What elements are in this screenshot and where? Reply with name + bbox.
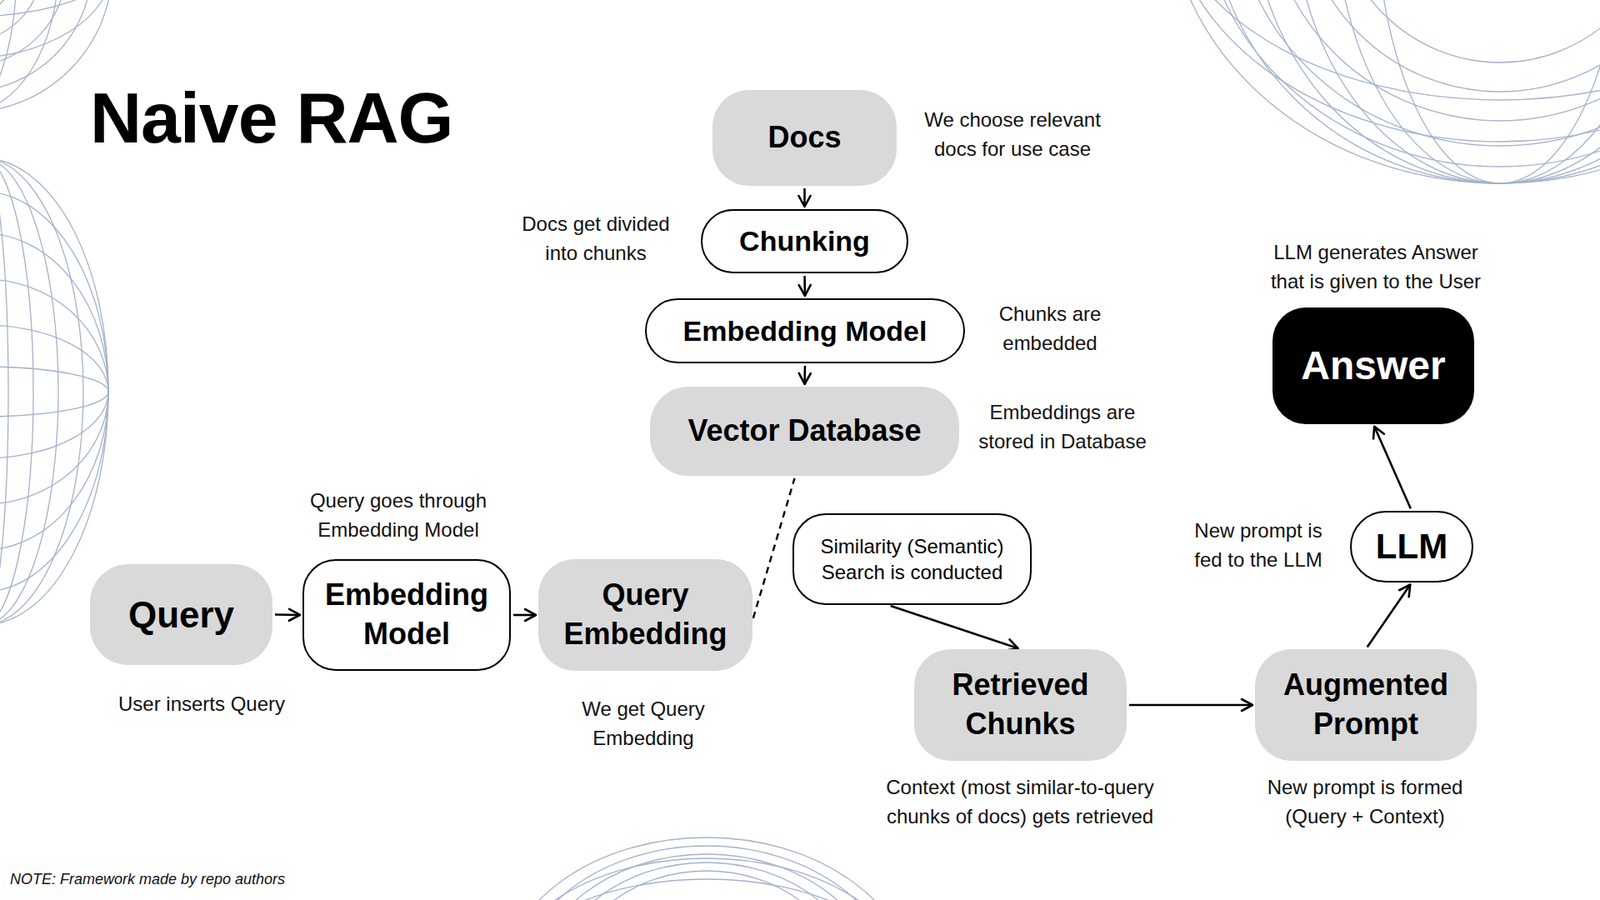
arrow-head: [799, 195, 811, 207]
arrow-connector: [1129, 699, 1253, 711]
arrow-connector: [890, 605, 1019, 651]
annotation: New prompt is fed to the LLM: [1184, 516, 1333, 575]
arrow-head: [525, 609, 536, 621]
dashed-connector: [753, 478, 795, 619]
connector-line: [1374, 426, 1411, 510]
arrow-connector: [1367, 584, 1411, 647]
arrow-head: [289, 609, 300, 621]
output-box: Answer: [1272, 307, 1475, 425]
connector-line: [1367, 584, 1411, 647]
annotation: Embeddings are stored in Database: [975, 398, 1150, 457]
node-text: Embedding Model: [683, 312, 928, 350]
arrow-connector: [799, 275, 811, 296]
process-box: Similarity (Semantic) Search is conducte…: [792, 513, 1032, 605]
annotation: Query goes through Embedding Model: [292, 486, 505, 545]
node-text: Answer: [1300, 340, 1445, 392]
connector-line: [1129, 704, 1253, 707]
left-sphere-mesh: [0, 158, 109, 625]
annotation: We get Query Embedding: [566, 695, 721, 754]
source-box: Docs: [712, 90, 897, 186]
arrow-head: [1373, 426, 1385, 440]
input-box: Query: [90, 564, 273, 665]
diagram-title: Naive RAG: [90, 76, 454, 160]
arrow-head: [1399, 584, 1410, 597]
connector-line: [890, 605, 1019, 649]
node-text: LLM: [1375, 524, 1448, 570]
node-text: Similarity (Semantic) Search is conducte…: [805, 533, 1019, 585]
node-text: Retrieved Chunks: [925, 665, 1115, 745]
bottom-arc-mesh: [498, 837, 915, 900]
arrow-head: [799, 285, 811, 296]
data-box: Augmented Prompt: [1255, 649, 1477, 761]
process-box: Embedding Model: [645, 298, 965, 364]
node-text: Embedding Model: [317, 575, 496, 655]
top-right-mesh: [1166, 0, 1600, 184]
data-box: Retrieved Chunks: [914, 649, 1127, 761]
node-text: Augmented Prompt: [1265, 665, 1467, 745]
annotation: User inserts Query: [89, 690, 315, 720]
arrow-connector: [513, 609, 536, 621]
arrow-head: [799, 373, 811, 385]
connector-line: [753, 478, 795, 619]
footnote: NOTE: Framework made by repo authors: [10, 870, 285, 890]
node-text: Query Embedding: [550, 575, 741, 655]
process-box: Embedding Model: [302, 559, 511, 671]
data-box: Query Embedding: [538, 559, 753, 671]
annotation: Docs get divided into chunks: [510, 210, 682, 269]
arrow-connector: [799, 365, 811, 385]
annotation: LLM generates Answer that is given to th…: [1261, 238, 1491, 297]
node-text: Chunking: [739, 222, 870, 260]
annotation: We choose relevant docs for use case: [912, 105, 1113, 165]
annotation: Context (most similar-to-query chunks of…: [860, 773, 1181, 832]
arrow-head: [1241, 699, 1253, 711]
arrow-connector: [1373, 426, 1411, 510]
process-box: Chunking: [700, 209, 909, 274]
model-box: LLM: [1350, 510, 1474, 583]
storage-box: Vector Database: [650, 386, 960, 476]
arrow-connector: [275, 609, 300, 621]
node-text: Vector Database: [687, 411, 921, 451]
annotation: New prompt is formed (Query + Context): [1248, 773, 1482, 832]
node-text: Query: [128, 590, 235, 639]
arrow-connector: [799, 188, 811, 207]
node-text: Docs: [767, 118, 841, 158]
annotation: Chunks are embedded: [987, 300, 1113, 359]
